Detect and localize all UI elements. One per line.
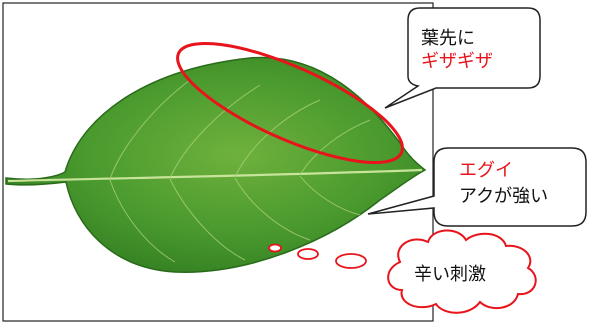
callout-tip-line2: ギザギザ (421, 51, 493, 72)
callout-pungent-text: 辛い刺激 (414, 264, 486, 285)
callout-egui-line1: エグイ (459, 160, 513, 181)
speech-bubble-top-icon (384, 7, 541, 109)
callout-egui-line2: アクが強い (459, 186, 549, 207)
leaf-blade (5, 56, 427, 273)
jagged-edge-highlight-icon (176, 41, 404, 165)
leaf-photo-icon (5, 56, 427, 273)
callout-tip-line1: 葉先に (421, 28, 475, 49)
thought-cloud-icon (268, 229, 537, 314)
speech-bubble-middle-icon (367, 147, 587, 227)
leaf-veins (109, 79, 371, 263)
leaf-midrib (7, 168, 423, 183)
